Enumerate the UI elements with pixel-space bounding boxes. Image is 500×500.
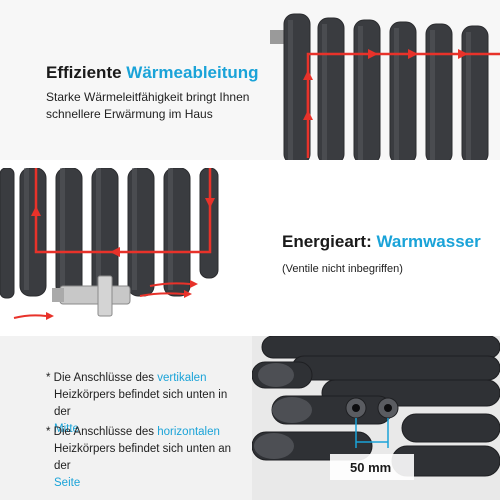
description-line-1: Starke Wärmeleitfähigkeit bringt Ihnen [46, 90, 250, 104]
energy-type-title: Energieart: Warmwasser [282, 232, 481, 252]
heat-dissipation-title-accent: Wärmeableitung [126, 63, 259, 82]
description-line-2: schnellere Erwärmung im Haus [46, 107, 213, 121]
note2-highlight: horizontalen [157, 426, 220, 438]
heat-dissipation-panel: Effiziente Wärmeableitung Starke Wärmele… [0, 0, 500, 160]
connection-spacing-label: 50 mm [350, 460, 392, 475]
energy-type-title-accent: Warmwasser [376, 232, 481, 251]
heat-dissipation-title: Effiziente Wärmeableitung [46, 63, 259, 83]
note1-line2: Heizkörpers befindet sich unten in der [54, 389, 228, 418]
note1-prefix: * Die Anschlüsse des [46, 372, 155, 384]
horizontal-connection-note: * Die Anschlüsse des horizontalen Heizkö… [46, 424, 246, 492]
note1-end: Mitte [54, 423, 79, 435]
note1-highlight: vertikalen [157, 372, 207, 384]
vertical-radiator-image [268, 0, 500, 160]
horizontal-radiator-valve-image [0, 168, 232, 328]
valves-not-included-note: (Ventile nicht inbegriffen) [282, 263, 403, 275]
note2-end: Seite [54, 477, 81, 489]
heat-dissipation-description: Starke Wärmeleitfähigkeit bringt Ihnen s… [46, 89, 249, 123]
tube-connections-image [252, 336, 500, 500]
note2-prefix: * Die Anschlüsse des [46, 426, 155, 438]
heat-dissipation-title-plain: Effiziente [46, 63, 122, 82]
energy-type-panel: Energieart: Warmwasser (Ventile nicht in… [0, 168, 500, 328]
note2-line2: Heizkörpers befindet sich unten an der [54, 443, 232, 472]
energy-type-title-plain: Energieart: [282, 232, 372, 251]
connections-panel: * Die Anschlüsse des vertikalen Heizkörp… [0, 336, 500, 500]
vertical-connection-note: * Die Anschlüsse des vertikalen Heizkörp… [46, 370, 246, 438]
